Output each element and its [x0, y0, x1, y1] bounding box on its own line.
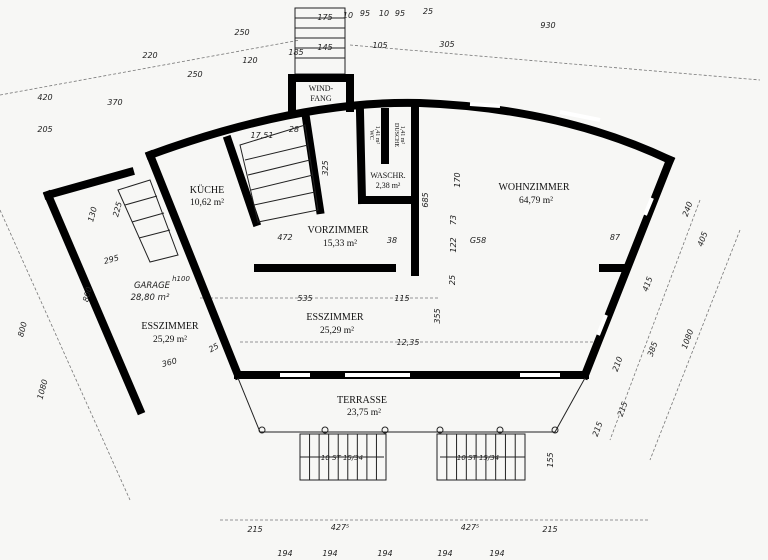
dimension-label: 194 [437, 549, 452, 558]
area-vorzimmer: 15,33 m² [323, 239, 357, 249]
area-dusche: 1,41 m² [399, 126, 405, 145]
dimension-label: 194 [377, 549, 392, 558]
area-wc: 1,41 m² [374, 126, 380, 145]
dimension-label: 405 [696, 230, 710, 247]
stair-label-left: 10 ST 15/34 [321, 454, 363, 462]
dimension-label: 115 [394, 294, 409, 303]
dimension-label: 122 [449, 237, 458, 252]
dimension-label: 38 [387, 236, 397, 245]
room-vorzimmer: VORZIMMER [307, 225, 368, 236]
dimension-label: 10 [379, 9, 389, 18]
dimension-label: 415 [641, 275, 655, 292]
room-wohnzimmer: WOHNZIMMER [498, 182, 569, 193]
dimension-label: 800 [16, 321, 29, 338]
terrace [237, 377, 586, 481]
area-wohnzimmer: 64,79 m² [519, 196, 553, 206]
dimension-label: 385 [646, 340, 660, 357]
dimension-label: 170 [453, 172, 462, 187]
dimension-label: 25 [448, 275, 457, 285]
room-waschr: WASCHR. [370, 171, 405, 180]
dimension-label: 25 [207, 341, 220, 354]
dimension-label: 1080 [680, 328, 695, 350]
dimension-label: 355 [433, 308, 442, 323]
dimension-label: 185 [288, 48, 303, 57]
area-esszimmer-garage: 25,29 m² [153, 335, 187, 345]
dimension-label: 73 [449, 215, 458, 225]
dimension-labels: 175 10 95 10 95 25 145 105 305 185 250 120 250 220 420… [16, 7, 709, 558]
dimension-label: 215 [247, 525, 262, 534]
dimension-label: 427⁵ [331, 523, 349, 532]
dimension-label: 215 [616, 400, 630, 417]
dimension-label: 800 [81, 286, 94, 303]
dimension-label: 194 [277, 549, 292, 558]
dimension-label: 95 [360, 9, 370, 18]
room-windfang-2: FANG [310, 94, 331, 103]
area-waschr: 2,38 m² [376, 181, 401, 190]
room-garage: GARAGE [134, 281, 171, 291]
room-esszimmer: ESSZIMMER [306, 312, 364, 323]
dimension-label: 420 [37, 93, 52, 102]
dimension-label: 1080 [36, 378, 50, 400]
dimension-label: 535 [297, 294, 312, 303]
dimension-label: 105 [372, 41, 387, 50]
room-terrasse: TERRASSE [337, 395, 387, 406]
dimension-label: 25 [423, 7, 433, 16]
dimension-label: 225 [111, 201, 124, 218]
garage-height: h100 [172, 275, 190, 283]
dimension-label: 210 [611, 355, 625, 372]
dimension-label: 95 [395, 9, 405, 18]
dimension-label: 17,51 [251, 131, 274, 140]
dimension-label: 930 [540, 21, 555, 30]
dimension-label: 427⁵ [461, 523, 479, 532]
dimension-label: 120 [242, 56, 257, 65]
windows [280, 102, 654, 377]
dimension-label: 87 [610, 233, 621, 242]
dimension-lines [0, 39, 761, 521]
dimension-label: 175 [317, 13, 332, 22]
stair-label-right: 10 ST 15/34 [457, 454, 499, 462]
dimension-label: 370 [107, 98, 122, 107]
room-kueche: KÜCHE [190, 184, 224, 196]
interior-stairs [117, 124, 319, 263]
dimension-label: 12,35 [397, 338, 420, 347]
dimension-label: 305 [439, 40, 454, 49]
dimension-label: 10 [343, 11, 353, 20]
dimension-label: 205 [37, 125, 52, 134]
dimension-label: 155 [546, 452, 555, 467]
dimension-label: 472 [277, 233, 292, 242]
dimension-label: 250 [187, 70, 202, 79]
walls [42, 74, 676, 416]
area-esszimmer: 25,29 m² [320, 326, 354, 336]
room-windfang: WIND- [309, 84, 334, 93]
dimension-label: G58 [470, 236, 486, 245]
dimension-label: 295 [103, 253, 120, 266]
dimension-label: 685 [421, 192, 430, 207]
dimension-label: 130 [86, 206, 99, 223]
room-labels: KÜCHE 10,62 m² VORZIMMER 15,33 m² WASCHR… [131, 84, 570, 462]
area-kueche: 10,62 m² [190, 198, 224, 208]
room-dusche: DUSCHE [393, 123, 399, 147]
dimension-label: 360 [161, 356, 178, 369]
dimension-label: 194 [489, 549, 504, 558]
area-garage: 28,80 m² [131, 293, 170, 303]
dimension-label: 325 [321, 160, 330, 175]
dimension-label: 28 [289, 125, 299, 134]
dimension-label: 194 [322, 549, 337, 558]
dimension-label: 215 [542, 525, 557, 534]
dimension-label: 145 [317, 43, 332, 52]
dimension-label: 220 [142, 51, 157, 60]
dimension-label: 250 [234, 28, 249, 37]
dimension-label: 215 [591, 420, 605, 437]
dimension-label: 240 [681, 200, 695, 217]
room-esszimmer-garage: ESSZIMMER [141, 321, 199, 332]
area-terrasse: 23,75 m² [347, 408, 381, 418]
room-wc: WC [368, 130, 374, 140]
